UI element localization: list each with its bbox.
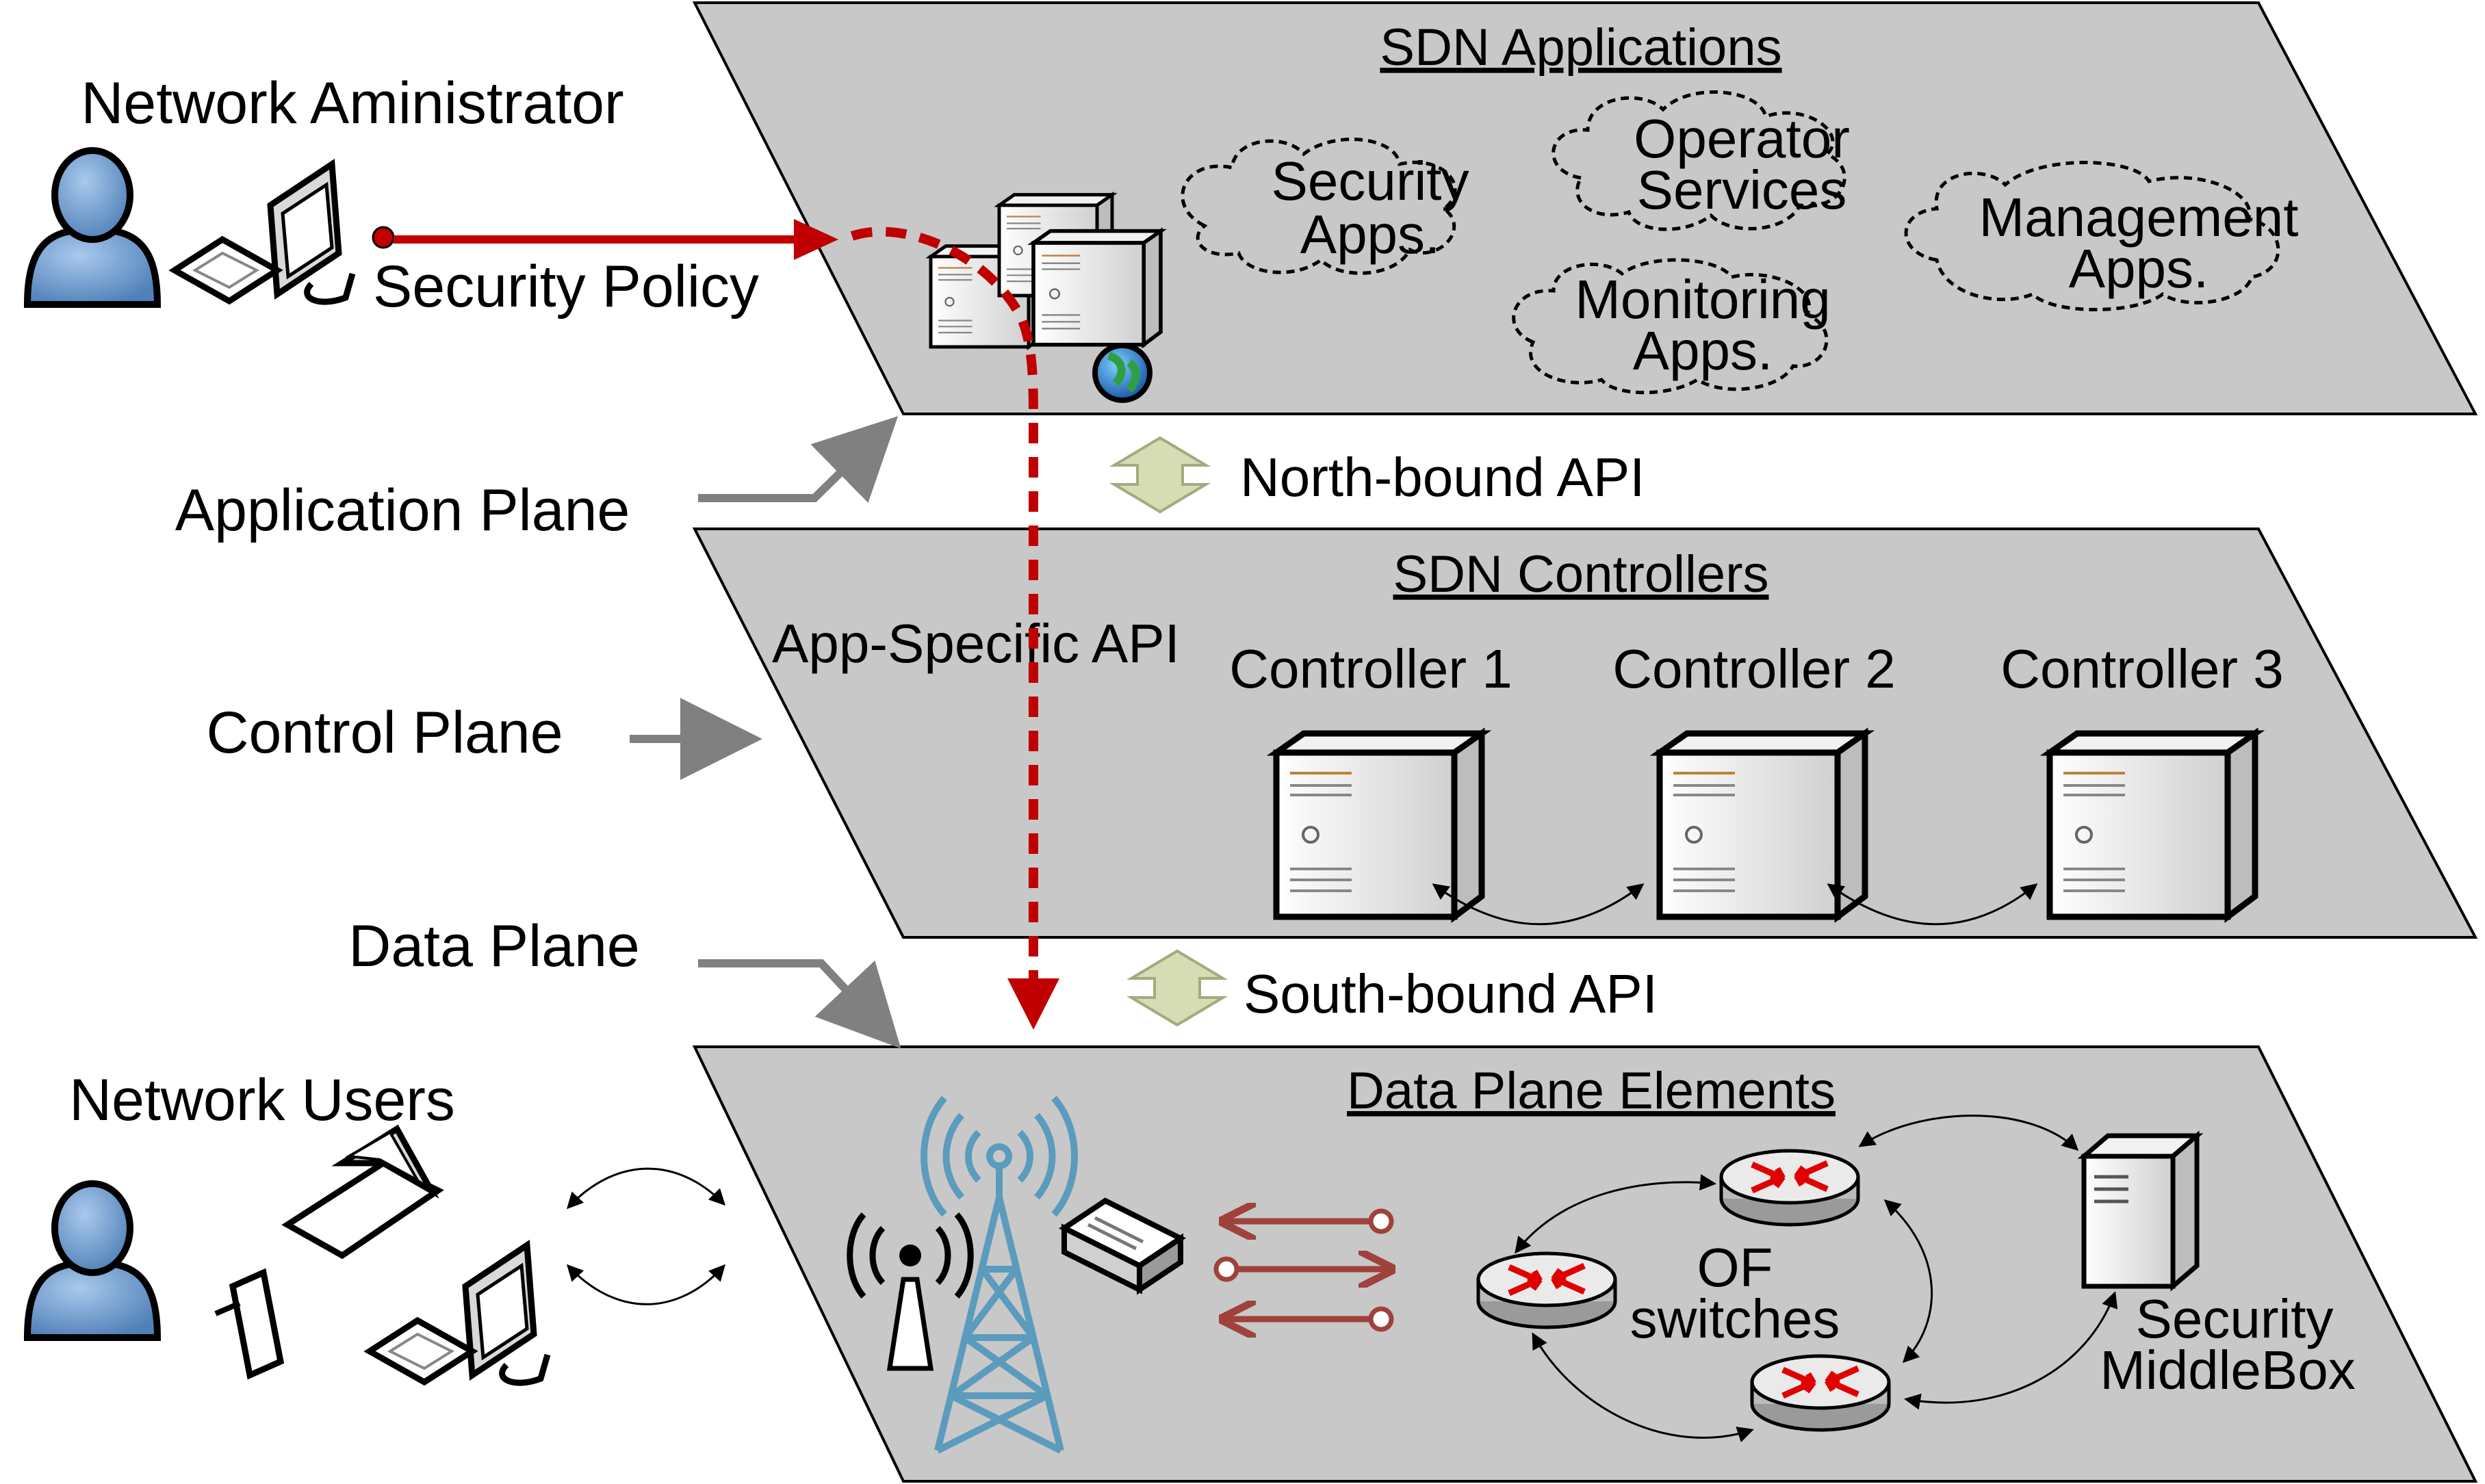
middlebox-line1: Security: [2136, 1288, 2334, 1349]
cloud-security-line1: Security: [1272, 151, 1469, 211]
security-middlebox-icon: [2077, 1130, 2204, 1292]
app-plane-title: SDN Applications: [1380, 18, 1781, 77]
globe-icon: [1092, 343, 1153, 403]
south-bound-api-arrow: [1126, 949, 1228, 1027]
security-policy-label: Security Policy: [373, 254, 759, 320]
of-switch-top-icon: [1721, 1151, 1858, 1225]
cloud-management-line1: Management: [1979, 187, 2299, 248]
switch-link-bottom-middlebox: [1904, 1291, 2118, 1410]
middlebox-line2: MiddleBox: [2100, 1340, 2356, 1401]
of-switches-line2: switches: [1630, 1288, 1840, 1349]
data-plane-title: Data Plane Elements: [1347, 1062, 1836, 1120]
controller-1-label: Controller 1: [1229, 638, 1512, 699]
switch-link-top-middlebox: [1858, 1115, 2079, 1151]
user-link-arrow-bottom: [566, 1264, 726, 1305]
data-plane-label: Data Plane: [348, 913, 640, 979]
controller-2-3-link: [1827, 883, 2038, 926]
cloud-operator-line1: Operator: [1634, 108, 1850, 169]
base-station-antenna-icon: [847, 1212, 974, 1371]
south-api-label: South-bound API: [1244, 963, 1658, 1024]
cloud-security-apps: Security Apps.: [1181, 138, 1469, 275]
network-admin-person: [27, 151, 157, 304]
controller-1-2-link: [1432, 883, 1645, 926]
cloud-monitoring-line2: Apps.: [1633, 320, 1773, 381]
application-plane-pointer: [698, 416, 899, 504]
user-link-arrow-top: [566, 1167, 726, 1210]
network-switch-icon: [1059, 1197, 1186, 1295]
user-desktop-icon: [370, 1245, 548, 1383]
controller-1-server-icon: [1276, 733, 1482, 917]
controller-3-server-icon: [2050, 733, 2255, 917]
switch-link-left-bottom: [1532, 1332, 1754, 1443]
cloud-security-line2: Apps.: [1300, 204, 1441, 265]
security-policy-arrowhead: [794, 219, 838, 260]
north-api-label: North-bound API: [1240, 447, 1645, 508]
switch-link-left-top: [1515, 1174, 1716, 1254]
cloud-operator-services: Operator Services: [1551, 90, 1850, 231]
cloud-management-apps: Management Apps.: [1904, 161, 2299, 311]
control-plane-parallelogram: [692, 528, 2478, 939]
policy-dashed-path: [850, 226, 1038, 985]
policy-origin-dot: [372, 226, 395, 249]
cloud-monitoring-line1: Monitoring: [1575, 269, 1831, 330]
policy-dashed-arrowhead: [1007, 978, 1059, 1030]
of-switch-left-icon: [1478, 1253, 1615, 1327]
app-specific-api-label: App-Specific API: [772, 613, 1180, 674]
cloud-management-line2: Apps.: [2069, 238, 2209, 299]
network-user-person: [27, 1184, 157, 1338]
data-plane-pointer: [698, 959, 901, 1049]
of-switch-bottom-icon: [1752, 1356, 1889, 1430]
control-plane-title: SDN Controllers: [1393, 545, 1768, 603]
tablet-icon: [214, 1268, 285, 1380]
laptop-icon: [281, 1124, 444, 1260]
network-users-label: Network Users: [69, 1067, 455, 1133]
control-plane-label: Control Plane: [206, 700, 563, 766]
north-bound-api-arrow: [1109, 436, 1211, 514]
controller-2-label: Controller 2: [1612, 638, 1896, 699]
controller-3-label: Controller 3: [2000, 638, 2284, 699]
network-admin-label: Network Aministrator: [81, 70, 623, 136]
application-plane-label: Application Plane: [175, 478, 630, 543]
data-link-arrows: [1213, 1211, 1391, 1329]
cloud-monitoring-apps: Monitoring Apps.: [1512, 258, 1831, 395]
cloud-operator-line2: Services: [1637, 159, 1847, 220]
cell-tower-icon: [920, 1095, 1078, 1454]
admin-desktop-icon: [175, 164, 352, 302]
